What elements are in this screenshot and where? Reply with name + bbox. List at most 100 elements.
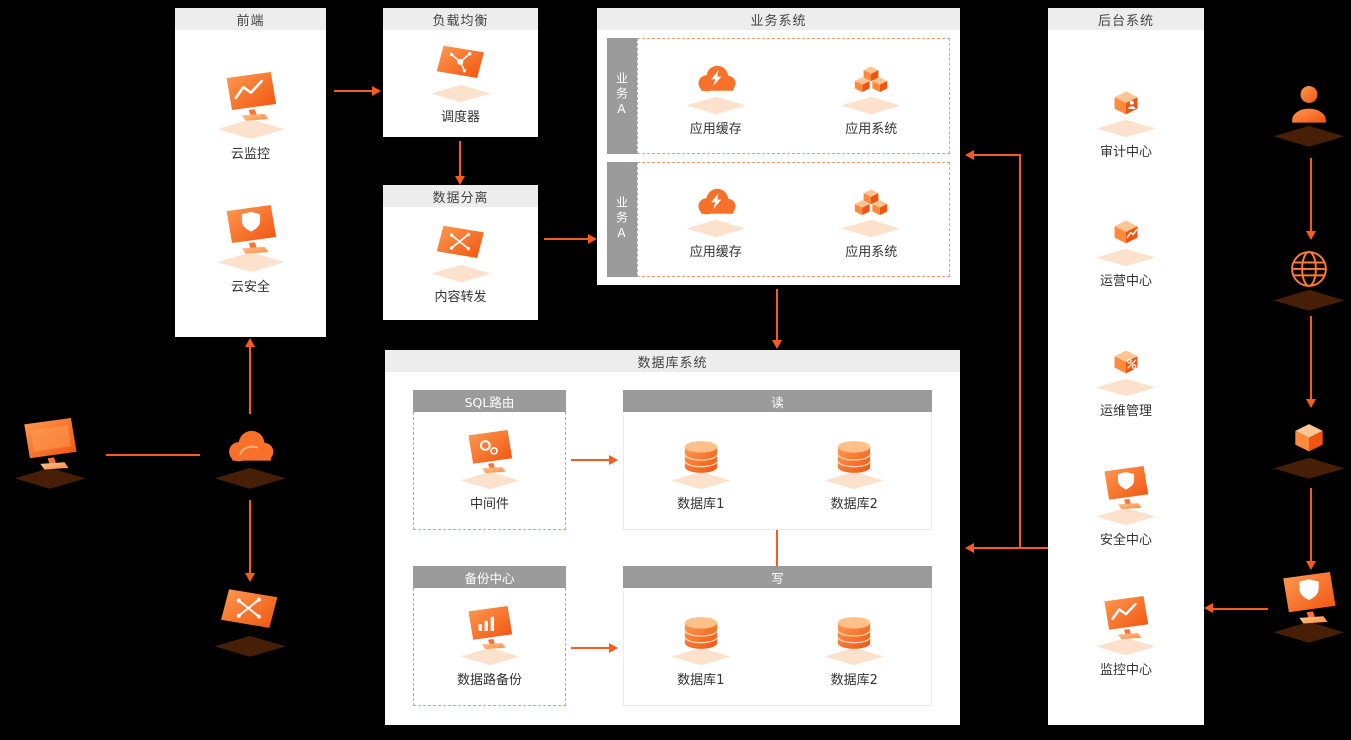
panel-load-balancer-body: 调度器 xyxy=(383,30,538,137)
arrowhead xyxy=(609,643,618,653)
cube-icon xyxy=(1267,408,1351,482)
screen-gears-icon xyxy=(451,430,529,492)
node-label: 数据库1 xyxy=(677,496,725,512)
database-icon xyxy=(815,606,893,668)
sub-write-title: 写 xyxy=(623,566,932,588)
panel-database-title: 数据库系统 xyxy=(385,350,960,372)
node-database-1: 数据库1 xyxy=(662,606,740,688)
computer-icon xyxy=(8,418,92,492)
arrowhead xyxy=(965,150,974,160)
panel-load-balancer-title: 负载均衡 xyxy=(383,8,538,30)
admin-user xyxy=(1267,76,1351,150)
forward-terminal xyxy=(208,586,292,660)
node-database-2: 数据库2 xyxy=(815,606,893,688)
arrow-frontend-to-lb xyxy=(334,90,372,92)
node-label: 应用缓存 xyxy=(689,245,742,261)
sub-sql-route: SQL路由 中间件 xyxy=(413,390,566,530)
node-scheduler: 调度器 xyxy=(422,43,500,125)
line-computer-to-cloud xyxy=(106,454,200,456)
monitor-chart-icon xyxy=(1087,596,1165,658)
node-label: 运营中心 xyxy=(1099,274,1152,289)
resource-cube xyxy=(1267,408,1351,482)
node-label: 数据库2 xyxy=(830,496,878,512)
node-security-center: 安全中心 xyxy=(1087,466,1165,548)
node-database-1: 数据库1 xyxy=(662,430,740,512)
node-app-system: 应用系统 xyxy=(832,178,910,260)
node-app-cache: 应用缓存 xyxy=(677,178,755,260)
node-label: 监控中心 xyxy=(1099,662,1152,678)
screen-bars-icon xyxy=(451,606,529,668)
sub-write-body: 数据库1 数据库2 xyxy=(623,588,932,706)
business-row-2: 业务A 应用缓存 应用系统 xyxy=(607,161,950,277)
node-app-system: 应用系统 xyxy=(832,55,910,137)
business-row-1-group: 应用缓存 应用系统 xyxy=(637,38,950,154)
node-monitor-center: 监控中心 xyxy=(1087,596,1165,678)
panel-data-split-body: 内容转发 xyxy=(383,207,538,320)
arrowhead xyxy=(772,340,782,349)
panel-frontend-body: 云监控 云安全 xyxy=(175,30,326,337)
arrowhead xyxy=(1306,231,1316,240)
node-operation-center: 运营中心 xyxy=(1087,207,1165,289)
node-middleware: 中间件 xyxy=(451,430,529,512)
panel-frontend-title: 前端 xyxy=(175,8,326,30)
sub-read: 读 数据库1 数据库2 xyxy=(623,390,932,530)
arrow-user-to-globe xyxy=(1310,158,1312,231)
cube-person-icon xyxy=(1087,78,1165,140)
panel-business-body: 业务A 应用缓存 应用系统 业务A 应用缓 xyxy=(597,30,960,285)
node-label: 数据库2 xyxy=(830,672,878,688)
cube-tools-icon xyxy=(1087,337,1165,399)
cloud-icon xyxy=(208,418,292,492)
arrow-backend-to-business xyxy=(974,154,1020,156)
database-icon xyxy=(662,606,740,668)
arrowhead xyxy=(965,543,974,553)
arrowhead xyxy=(1204,603,1213,613)
cubes-icon xyxy=(832,55,910,117)
sub-sql-route-body: 中间件 xyxy=(413,412,566,530)
split-arrows-icon xyxy=(208,586,292,660)
arrowhead xyxy=(588,234,597,244)
node-label: 云安全 xyxy=(230,279,270,295)
arrow-cloud-to-frontend xyxy=(249,346,251,414)
cloud-sync-icon xyxy=(677,178,755,240)
arrowhead xyxy=(372,86,381,96)
node-audit-center: 审计中心 xyxy=(1087,78,1165,160)
line-backend-branch xyxy=(1019,154,1021,549)
person-icon xyxy=(1267,76,1351,150)
panel-database: 数据库系统 SQL路由 中间件 读 数据库1 数据库2 xyxy=(385,350,960,725)
node-label: 安全中心 xyxy=(1099,533,1152,548)
arrowhead xyxy=(609,455,618,465)
database-icon xyxy=(815,430,893,492)
cloud-sync-icon xyxy=(677,55,755,117)
node-label: 数据路备份 xyxy=(456,672,522,688)
client-computer xyxy=(8,418,92,492)
sub-write: 写 数据库1 数据库2 xyxy=(623,566,932,706)
split-arrows-icon xyxy=(422,223,500,285)
sub-read-title: 读 xyxy=(623,390,932,412)
arrowhead xyxy=(245,573,255,582)
node-label: 云监控 xyxy=(230,147,270,163)
arrow-terminal-to-backend xyxy=(1213,608,1268,610)
node-cloud-monitor: 云监控 xyxy=(209,72,293,162)
arrow-cloud-to-terminal xyxy=(249,500,251,573)
arrow-business-to-database xyxy=(776,289,778,340)
node-content-forward: 内容转发 xyxy=(422,223,500,305)
arrow-backend-to-database xyxy=(974,547,1048,549)
arrowhead xyxy=(455,176,465,185)
business-row-1-tab: 业务A xyxy=(607,38,637,154)
panel-backend-body: 审计中心 运营中心 运维管理 安全中心 监控中心 xyxy=(1048,30,1204,725)
shield-screen-icon xyxy=(1087,466,1165,528)
globe-icon xyxy=(1267,240,1351,314)
panel-backend-title: 后台系统 xyxy=(1048,8,1204,30)
arrow-lb-to-datasplit xyxy=(459,141,461,176)
panel-business: 业务系统 业务A 应用缓存 应用系统 业务A xyxy=(597,8,960,285)
node-data-backup: 数据路备份 xyxy=(451,606,529,688)
shield-screen-icon xyxy=(209,205,293,275)
panel-backend: 后台系统 审计中心 运营中心 运维管理 安全中心 监控中心 xyxy=(1048,8,1204,725)
sub-read-body: 数据库1 数据库2 xyxy=(623,412,932,530)
sub-backup-title: 备份中心 xyxy=(413,566,566,588)
panel-frontend: 前端 云监控 云安全 xyxy=(175,8,326,337)
monitor-chart-icon xyxy=(209,72,293,142)
node-app-cache: 应用缓存 xyxy=(677,55,755,137)
cloud-gateway xyxy=(208,418,292,492)
